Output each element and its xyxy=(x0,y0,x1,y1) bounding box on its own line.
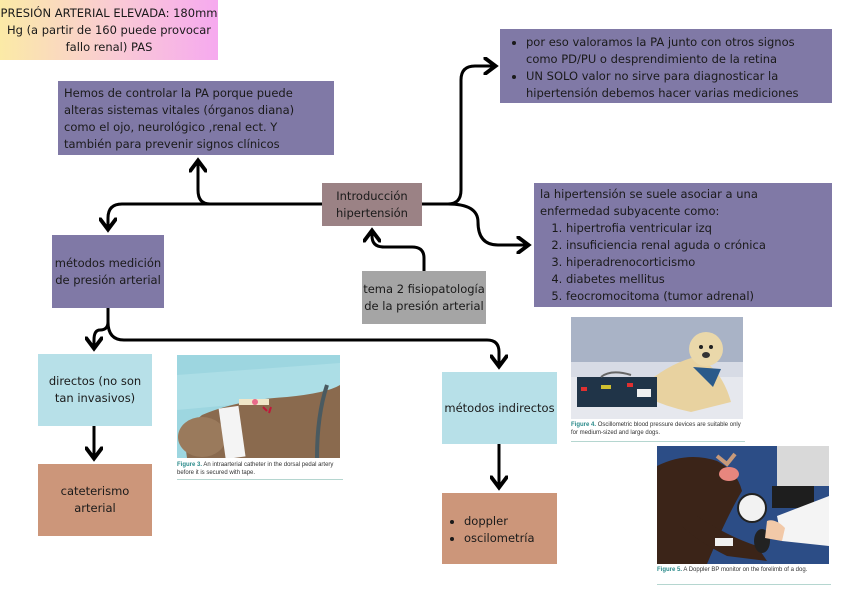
assoc-box: la hipertensión se suele asociar a una e… xyxy=(534,183,832,307)
title-line: PRESIÓN ARTERIAL ELEVADA: 180mm xyxy=(0,6,218,20)
assoc-intro: la hipertensión se suele asociar a una e… xyxy=(540,187,758,218)
cateter-box: cateterismo arterial xyxy=(38,464,152,536)
connector-intro-to-assoc xyxy=(446,202,527,245)
cateter-line: arterial xyxy=(74,501,116,515)
connector-intro-to-metodos xyxy=(108,202,324,228)
directos-line: directos (no son xyxy=(48,374,142,388)
cateter-line: cateterismo xyxy=(60,484,130,498)
figure-label: Figure 5. xyxy=(657,567,683,573)
figure-oscillometric: Figure 4. Oscillometric blood pressure d… xyxy=(571,317,745,443)
oscillometric-photo-illustration xyxy=(571,317,743,419)
tema-box: tema 2 fisiopatología de la presión arte… xyxy=(362,271,486,324)
catheter-photo-illustration xyxy=(177,355,340,458)
figure-caption-text: An intraarterial catheter in the dorsal … xyxy=(177,462,334,476)
figure-label: Figure 3. xyxy=(177,462,203,468)
metodos-line: métodos medición xyxy=(54,255,162,270)
indirect-method-item: doppler xyxy=(464,513,557,530)
bullet-item: UN SOLO valor no sirve para diagnosticar… xyxy=(526,68,824,102)
connector-intro-to-bullets xyxy=(420,66,494,206)
tema-line: de la presión arterial xyxy=(364,298,484,313)
assoc-item: feocromocitoma (tumor adrenal) xyxy=(566,288,826,305)
figure-rule xyxy=(657,584,831,585)
title-line: fallo renal) PAS xyxy=(65,40,153,54)
indirectos-text: métodos indirectos xyxy=(444,400,555,415)
intro-line: Introducción xyxy=(336,188,408,203)
assoc-list: hipertrofia ventricular izq insuficienci… xyxy=(540,220,826,305)
connector-intro-to-control xyxy=(198,162,212,206)
assoc-item: insuficiencia renal aguda o crónica xyxy=(566,237,826,254)
figure-caption-text: Oscillometric blood pressure devices are… xyxy=(571,422,741,436)
assoc-item: diabetes mellitus xyxy=(566,271,826,288)
connector-tema-to-intro xyxy=(372,232,426,273)
intro-line: hipertensión xyxy=(336,205,408,220)
directos-box: directos (no son tan invasivos) xyxy=(38,354,152,426)
indirect-methods-list: doppler oscilometría xyxy=(446,513,557,547)
directos-line: tan invasivos) xyxy=(54,391,136,405)
metodos-box: métodos medición de presión arterial xyxy=(52,235,164,308)
oscillometric-photo xyxy=(571,317,743,419)
assoc-item: hiperadrenocorticismo xyxy=(566,254,826,271)
metodos-line: de presión arterial xyxy=(55,272,161,287)
connector-metodos-to-directos xyxy=(94,306,110,347)
bullets-box: por eso valoramos la PA junto con otros … xyxy=(500,29,832,103)
doppler-photo xyxy=(657,446,829,564)
figure-rule xyxy=(571,441,745,442)
figure-caption: Figure 5. A Doppler BP monitor on the fo… xyxy=(657,566,831,574)
assoc-item: hipertrofia ventricular izq xyxy=(566,220,826,237)
catheter-photo xyxy=(177,355,340,458)
figure-caption: Figure 4. Oscillometric blood pressure d… xyxy=(571,421,745,437)
tema-line: tema 2 fisiopatología xyxy=(363,281,485,296)
figure-doppler: Figure 5. A Doppler BP monitor on the fo… xyxy=(657,446,831,586)
title-box: PRESIÓN ARTERIAL ELEVADA: 180mm Hg (a pa… xyxy=(0,0,218,60)
bullets-list: por eso valoramos la PA junto con otros … xyxy=(508,34,824,102)
indirect-method-item: oscilometría xyxy=(464,530,557,547)
title-line: Hg (a partir de 160 puede provocar xyxy=(6,23,212,37)
doppler-photo-illustration xyxy=(657,446,829,564)
figure-catheter: Figure 3. An intraarterial catheter in t… xyxy=(177,355,343,480)
figure-caption-text: A Doppler BP monitor on the forelimb of … xyxy=(683,567,808,573)
control-box: Hemos de controlar la PA porque puede al… xyxy=(58,81,334,155)
figure-label: Figure 4. xyxy=(571,422,597,428)
figure-caption: Figure 3. An intraarterial catheter in t… xyxy=(177,461,343,477)
control-text: Hemos de controlar la PA porque puede al… xyxy=(64,86,295,151)
indirect-methods-box: doppler oscilometría xyxy=(442,493,557,564)
indirectos-box: métodos indirectos xyxy=(442,372,557,444)
figure-rule xyxy=(177,479,343,480)
bullet-item: por eso valoramos la PA junto con otros … xyxy=(526,34,824,68)
intro-box: Introducción hipertensión xyxy=(322,183,422,226)
